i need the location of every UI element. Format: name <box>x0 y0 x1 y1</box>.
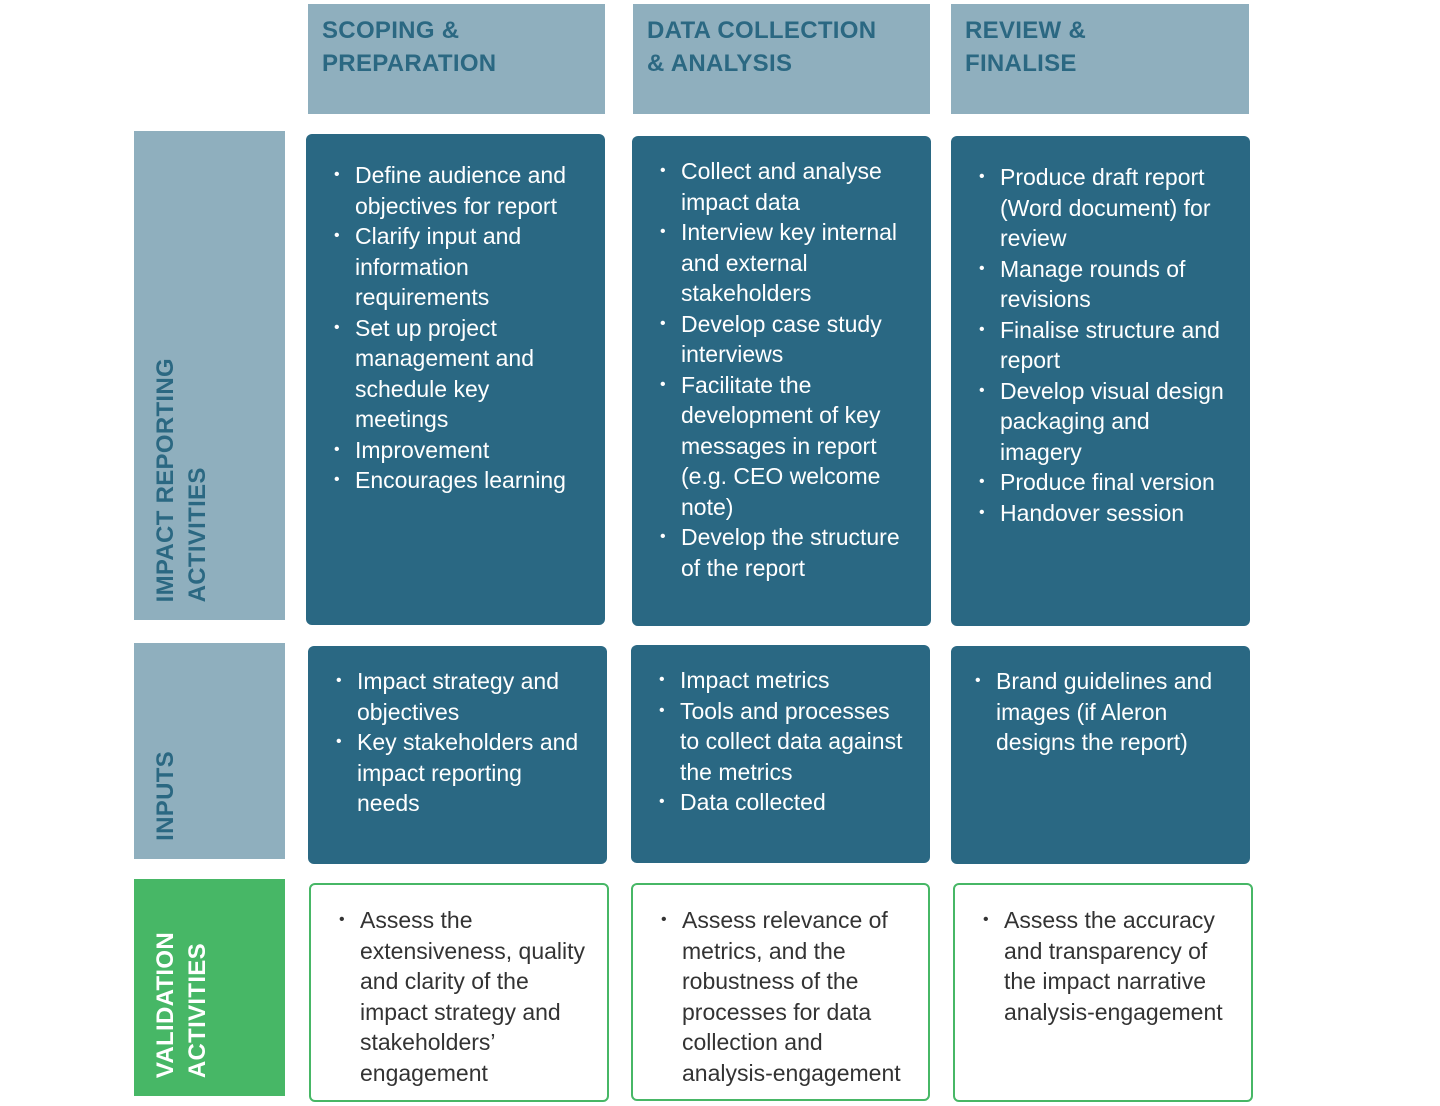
bullet-list: Brand guidelines and images (if Aleron d… <box>975 666 1230 758</box>
bullet-list: Impact strategy and objectives Key stake… <box>336 666 587 819</box>
cell-validation-scoping: Assess the extensiveness, quality and cl… <box>309 883 609 1102</box>
cell-activities-scoping: Define audience and objectives for repor… <box>306 134 605 625</box>
list-item: Data collected <box>659 787 910 818</box>
row-label-line1: IMPACT REPORTING <box>152 357 179 602</box>
list-item: Assess the accuracy and transparency of … <box>983 905 1231 1027</box>
cell-activities-data-collection: Collect and analyse impact data Intervie… <box>632 136 931 626</box>
bullet-list: Assess the accuracy and transparency of … <box>983 905 1231 1027</box>
column-header-title-line2: PREPARATION <box>322 50 497 77</box>
list-item: Impact strategy and objectives <box>336 666 587 727</box>
column-header-review: REVIEW & FINALISE <box>951 4 1249 114</box>
list-item: Key stakeholders and impact reporting ne… <box>336 727 587 819</box>
column-header-title-line2: & ANALYSIS <box>647 50 793 77</box>
list-item: Facilitate the development of key messag… <box>660 370 911 523</box>
row-label-line2: ACTIVITIES <box>184 466 211 602</box>
list-item: Develop visual design packaging and imag… <box>979 376 1230 468</box>
list-item: Impact metrics <box>659 665 910 696</box>
list-item: Collect and analyse impact data <box>660 156 911 217</box>
column-header-title-line1: REVIEW & <box>965 17 1087 44</box>
list-item: Manage rounds of revisions <box>979 254 1230 315</box>
list-item: Produce draft report (Word document) for… <box>979 162 1230 254</box>
cell-inputs-review: Brand guidelines and images (if Aleron d… <box>951 646 1250 864</box>
list-item: Assess the extensiveness, quality and cl… <box>339 905 587 1088</box>
bullet-list: Impact metrics Tools and processes to co… <box>659 665 910 818</box>
bullet-list: Produce draft report (Word document) for… <box>979 162 1230 528</box>
row-label-validation-activities: VALIDATION ACTIVITIES <box>134 879 285 1096</box>
list-item: Assess relevance of metrics, and the rob… <box>661 905 908 1088</box>
row-label-impact-reporting-activities: IMPACT REPORTING ACTIVITIES <box>134 131 285 620</box>
bullet-list: Collect and analyse impact data Intervie… <box>660 156 911 583</box>
row-label-text: INPUTS <box>150 751 182 841</box>
row-label-line1: INPUTS <box>152 751 179 841</box>
bullet-list: Define audience and objectives for repor… <box>334 160 585 496</box>
list-item: Tools and processes to collect data agai… <box>659 696 910 788</box>
list-item: Handover session <box>979 498 1230 529</box>
cell-inputs-data-collection: Impact metrics Tools and processes to co… <box>631 645 930 863</box>
list-item: Clarify input and information requiremen… <box>334 221 585 313</box>
list-item: Set up project management and schedule k… <box>334 313 585 435</box>
list-item: Finalise structure and report <box>979 315 1230 376</box>
row-label-inputs: INPUTS <box>134 643 285 859</box>
list-item: Produce final version <box>979 467 1230 498</box>
column-header-scoping: SCOPING & PREPARATION <box>308 4 605 114</box>
list-item: Define audience and objectives for repor… <box>334 160 585 221</box>
list-item: Encourages learning <box>334 465 585 496</box>
bullet-list: Assess relevance of metrics, and the rob… <box>661 905 908 1088</box>
cell-activities-review: Produce draft report (Word document) for… <box>951 136 1250 626</box>
cell-validation-review: Assess the accuracy and transparency of … <box>953 883 1253 1102</box>
list-item: Develop the structure of the report <box>660 522 911 583</box>
list-item: Develop case study interviews <box>660 309 911 370</box>
cell-validation-data-collection: Assess relevance of metrics, and the rob… <box>631 883 930 1101</box>
row-label-line1: VALIDATION <box>152 931 179 1078</box>
list-item: Brand guidelines and images (if Aleron d… <box>975 666 1230 758</box>
row-label-line2: ACTIVITIES <box>184 942 211 1078</box>
column-header-title-line2: FINALISE <box>965 50 1077 77</box>
column-header-title-line1: SCOPING & <box>322 17 460 44</box>
column-header-title-line1: DATA COLLECTION <box>647 17 877 44</box>
cell-inputs-scoping: Impact strategy and objectives Key stake… <box>308 646 607 864</box>
bullet-list: Assess the extensiveness, quality and cl… <box>339 905 587 1088</box>
column-header-data-collection: DATA COLLECTION & ANALYSIS <box>633 4 930 114</box>
row-label-text: VALIDATION ACTIVITIES <box>150 932 214 1078</box>
list-item: Improvement <box>334 435 585 466</box>
list-item: Interview key internal and external stak… <box>660 217 911 309</box>
row-label-text: IMPACT REPORTING ACTIVITIES <box>150 358 214 602</box>
